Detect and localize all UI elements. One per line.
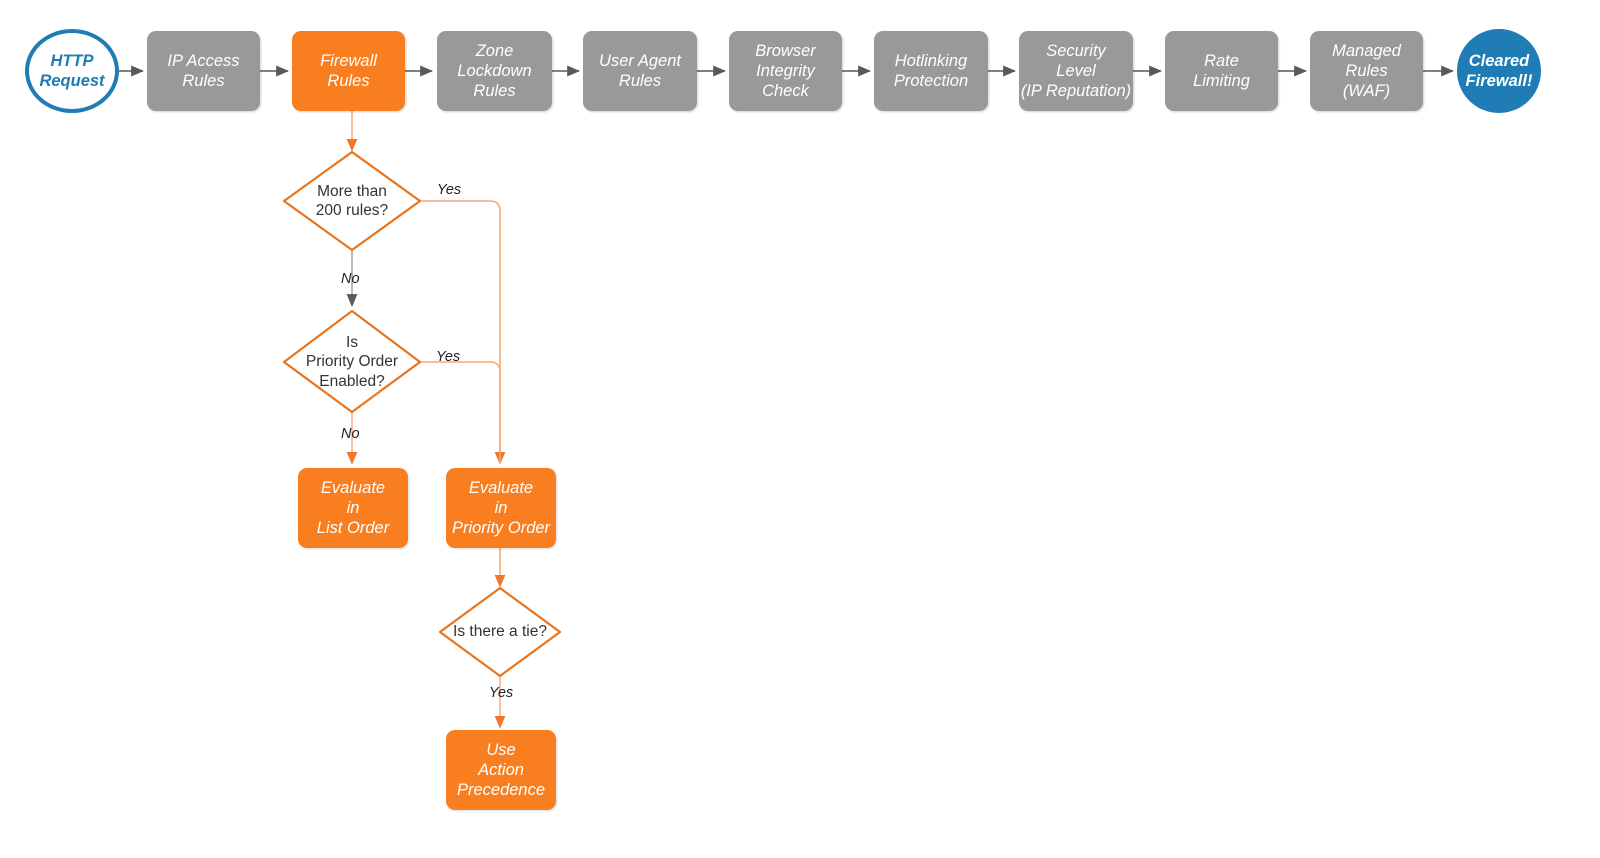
node-evaluate-in-list-order-label: Evaluate in List Order (316, 478, 390, 538)
edge-decision200-yes (420, 200, 506, 465)
node-use-action-precedence[interactable]: Use Action Precedence (446, 730, 556, 810)
node-use-action-precedence-label: Use Action Precedence (456, 740, 546, 800)
node-security-level[interactable]: Security Level (IP Reputation) (1019, 31, 1133, 111)
node-evaluate-in-priority-order-label: Evaluate in Priority Order (451, 478, 551, 538)
edge-label-priority-no: No (341, 426, 360, 442)
node-firewall-rules-label: Firewall Rules (320, 51, 377, 90)
node-evaluate-in-list-order[interactable]: Evaluate in List Order (298, 468, 408, 548)
edge-label-200rules-no: No (341, 271, 360, 287)
node-user-agent-rules[interactable]: User Agent Rules (583, 31, 697, 111)
node-http-request[interactable]: HTTP Request (25, 29, 119, 113)
node-ip-access-rules[interactable]: IP Access Rules (147, 31, 260, 111)
node-cleared-firewall[interactable]: Cleared Firewall! (1457, 29, 1541, 113)
node-browser-integrity-check[interactable]: Browser Integrity Check (729, 31, 842, 111)
node-hotlinking-protection-label: Hotlinking Protection (893, 51, 969, 90)
node-ip-access-rules-label: IP Access Rules (167, 51, 240, 90)
edge-label-200rules-yes: Yes (437, 182, 462, 198)
edge-label-priority-yes: Yes (436, 349, 461, 365)
edge-label-tie-yes: Yes (489, 685, 514, 701)
node-managed-rules-waf[interactable]: Managed Rules (WAF) (1310, 31, 1423, 111)
decision-is-there-a-tie (438, 586, 562, 678)
decision-more-than-200-rules (282, 150, 422, 252)
node-zone-lockdown-rules[interactable]: Zone Lockdown Rules (437, 31, 552, 111)
edge-priority-yes (420, 361, 501, 463)
node-managed-rules-waf-label: Managed Rules (WAF) (1332, 41, 1401, 101)
node-firewall-rules[interactable]: Firewall Rules (292, 31, 405, 111)
node-hotlinking-protection[interactable]: Hotlinking Protection (874, 31, 988, 111)
node-user-agent-rules-label: User Agent Rules (599, 51, 681, 90)
decision-is-priority-order-enabled (282, 309, 422, 414)
node-http-request-label: HTTP Request (39, 51, 105, 90)
decision-is-there-a-tie-label: Is there a tie? (453, 623, 547, 641)
decision-is-priority-order-enabled-label: Is Priority Order Enabled? (305, 333, 399, 390)
decision-more-than-200-rules-label: More than 200 rules? (315, 182, 389, 219)
node-browser-integrity-check-label: Browser Integrity Check (755, 41, 816, 101)
node-evaluate-in-priority-order[interactable]: Evaluate in Priority Order (446, 468, 556, 548)
node-security-level-label: Security Level (IP Reputation) (1020, 41, 1132, 101)
node-cleared-firewall-label: Cleared Firewall! (1465, 51, 1533, 90)
node-zone-lockdown-rules-label: Zone Lockdown Rules (457, 41, 532, 101)
node-rate-limiting-label: Rate Limiting (1193, 51, 1250, 90)
node-rate-limiting[interactable]: Rate Limiting (1165, 31, 1278, 111)
